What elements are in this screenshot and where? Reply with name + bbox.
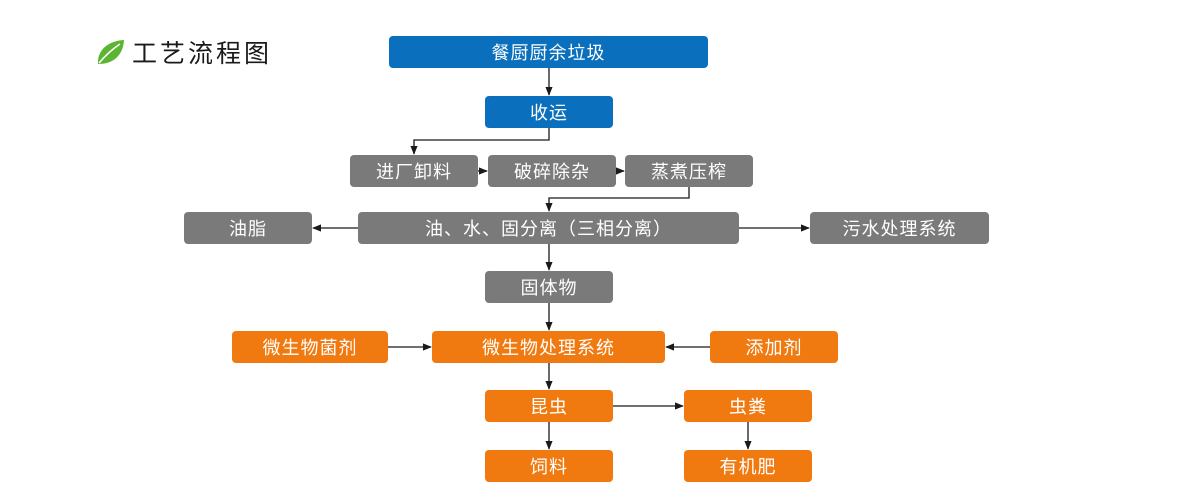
node-kitchen-waste: 餐厨厨余垃圾	[389, 36, 708, 68]
diagram-header: 工艺流程图	[94, 32, 272, 72]
node-solids: 固体物	[485, 271, 613, 303]
node-transport: 收运	[485, 96, 613, 128]
connector-steam-to-separation	[545, 187, 690, 212]
node-organic-fertilizer: 有机肥	[684, 450, 812, 482]
node-additive: 添加剂	[710, 331, 838, 363]
node-microbial-treatment: 微生物处理系统	[432, 331, 665, 363]
node-crushing-sorting: 破碎除杂	[488, 155, 616, 187]
node-microbial-agent: 微生物菌剂	[232, 331, 388, 363]
node-insect-frass: 虫粪	[684, 390, 812, 422]
connector-transport-to-intake	[410, 128, 550, 155]
node-steam-press: 蒸煮压榨	[625, 155, 753, 187]
node-grease: 油脂	[184, 212, 312, 244]
node-intake-unloading: 进厂卸料	[350, 155, 478, 187]
node-sewage-treatment: 污水处理系统	[810, 212, 989, 244]
node-three-phase-separation: 油、水、固分离（三相分离）	[358, 212, 739, 244]
node-feed: 饲料	[485, 450, 613, 482]
node-insects: 昆虫	[485, 390, 613, 422]
page-title: 工艺流程图	[132, 39, 273, 68]
leaf-icon	[97, 40, 124, 64]
